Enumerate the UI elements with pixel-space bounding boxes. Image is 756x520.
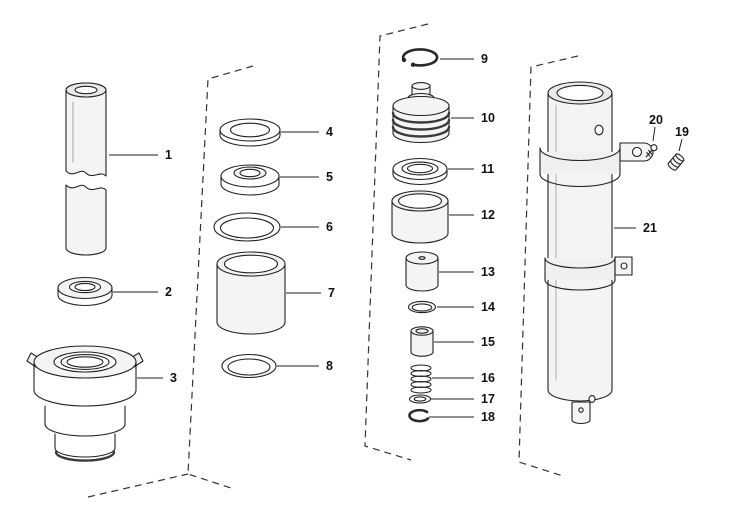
part-21-cylinder-body xyxy=(539,81,654,425)
callout-8: 8 xyxy=(277,359,333,373)
part-18-snap-ring xyxy=(408,408,430,423)
callout-16: 16 xyxy=(432,371,495,385)
part-11-seal-ring xyxy=(392,157,448,186)
dashed-boundary-center xyxy=(364,23,429,461)
part-label-20: 20 xyxy=(649,113,663,127)
part-5-seal xyxy=(220,164,280,196)
callout-20: 20 xyxy=(649,113,663,142)
part-label-3: 3 xyxy=(170,371,177,385)
part-7-spacer-sleeve xyxy=(216,251,286,335)
part-label-15: 15 xyxy=(481,335,495,349)
callout-4: 4 xyxy=(281,125,333,139)
leader-line-19 xyxy=(678,138,683,152)
part-label-16: 16 xyxy=(481,371,495,385)
part-label-2: 2 xyxy=(165,285,172,299)
part-9-retaining-ring xyxy=(401,48,439,67)
part-label-11: 11 xyxy=(481,162,494,176)
part-label-18: 18 xyxy=(481,410,495,424)
part-label-5: 5 xyxy=(326,170,333,184)
callout-7: 7 xyxy=(286,286,335,300)
leader-line-20 xyxy=(652,126,656,142)
callout-10: 10 xyxy=(451,111,495,125)
part-label-13: 13 xyxy=(481,265,495,279)
part-label-4: 4 xyxy=(326,125,333,139)
callout-18: 18 xyxy=(429,410,495,424)
dashed-boundary-left-bottom xyxy=(87,473,189,498)
part-label-1: 1 xyxy=(165,148,172,162)
part-8-o-ring xyxy=(221,353,277,379)
callout-5: 5 xyxy=(280,170,333,184)
part-16-spring xyxy=(410,364,432,394)
callout-14: 14 xyxy=(437,300,495,314)
part-label-10: 10 xyxy=(481,111,495,125)
part-12-cup xyxy=(391,190,449,244)
dashed-boundary-left xyxy=(187,65,254,490)
part-19-fitting-bolt xyxy=(667,153,685,171)
part-label-14: 14 xyxy=(481,300,495,314)
callout-1: 1 xyxy=(109,148,172,162)
callout-21: 21 xyxy=(614,221,657,235)
part-13-plunger xyxy=(405,251,439,292)
part-6-o-ring xyxy=(213,212,281,242)
part-3-end-cap xyxy=(26,345,144,462)
part-label-17: 17 xyxy=(481,392,495,406)
part-label-12: 12 xyxy=(481,208,495,222)
callout-12: 12 xyxy=(449,208,495,222)
callout-9: 9 xyxy=(440,52,488,66)
part-10-piston xyxy=(391,82,451,144)
callout-13: 13 xyxy=(439,265,495,279)
callout-11: 11 xyxy=(448,162,494,176)
part-label-21: 21 xyxy=(643,221,657,235)
callouts: 1 2 3 4 5 6 7 8 xyxy=(109,52,689,424)
part-label-6: 6 xyxy=(326,220,333,234)
part-label-19: 19 xyxy=(675,125,689,139)
part-14-o-ring-small xyxy=(407,300,437,314)
part-15-bushing xyxy=(410,326,434,357)
part-4-backup-ring xyxy=(219,118,281,147)
part-label-7: 7 xyxy=(328,286,335,300)
callout-2: 2 xyxy=(113,285,172,299)
part-2-seal-ring xyxy=(57,276,113,307)
part-label-9: 9 xyxy=(481,52,488,66)
callout-15: 15 xyxy=(434,335,495,349)
callout-19: 19 xyxy=(675,125,689,152)
part-17-washer xyxy=(408,394,432,404)
part-label-8: 8 xyxy=(326,359,333,373)
callout-6: 6 xyxy=(281,220,333,234)
callout-17: 17 xyxy=(431,392,495,406)
part-20-screw xyxy=(645,144,658,158)
part-1-rod xyxy=(65,82,107,256)
callout-3: 3 xyxy=(137,371,177,385)
dashed-boundary-right xyxy=(518,55,579,477)
